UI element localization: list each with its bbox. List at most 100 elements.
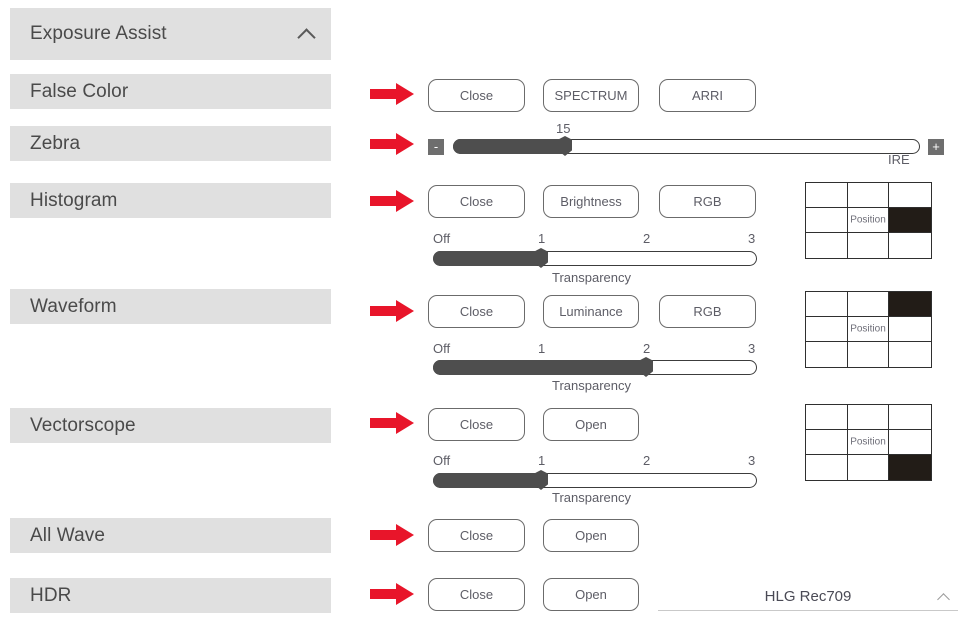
position-cell-selected[interactable]	[889, 208, 931, 233]
zebra-slider-value: 15	[556, 121, 571, 136]
position-cell[interactable]	[806, 183, 848, 208]
position-cell[interactable]	[806, 430, 848, 455]
position-cell[interactable]	[847, 292, 890, 317]
sidebar-item-zebra[interactable]: Zebra	[10, 126, 331, 161]
position-cell[interactable]	[848, 342, 890, 367]
waveform-tick-2: 2	[643, 341, 651, 356]
sidebar-item-hdr[interactable]: HDR	[10, 578, 331, 613]
page-title: Exposure Assist	[30, 23, 167, 44]
histogram-transparency-caption: Transparency	[552, 270, 631, 285]
position-cell[interactable]	[806, 317, 848, 342]
sidebar-item-label: Histogram	[30, 189, 118, 211]
vectorscope-slider-handle[interactable]	[534, 470, 548, 490]
histogram-rgb-button[interactable]: RGB	[659, 185, 756, 218]
position-cell-center[interactable]: Position	[847, 430, 890, 455]
vectorscope-transparency-caption: Transparency	[552, 490, 631, 505]
vectorscope-tick-3: 3	[748, 453, 756, 468]
position-cell[interactable]	[889, 342, 931, 367]
position-cell[interactable]	[889, 405, 931, 430]
hdr-close-button[interactable]: Close	[428, 578, 525, 611]
position-cell[interactable]	[847, 405, 890, 430]
histogram-brightness-button[interactable]: Brightness	[543, 185, 639, 218]
footer-hlg-rec709-item[interactable]: HLG Rec709	[658, 583, 958, 611]
histogram-slider-handle[interactable]	[534, 248, 548, 268]
red-arrow-right-icon	[370, 133, 414, 155]
zebra-slider-handle[interactable]	[558, 136, 572, 156]
position-cell[interactable]	[806, 455, 848, 480]
vectorscope-tick-1: 1	[538, 453, 546, 468]
all-wave-open-button[interactable]: Open	[543, 519, 639, 552]
sidebar-item-label: All Wave	[30, 524, 106, 546]
sidebar-item-false-color[interactable]: False Color	[10, 74, 331, 109]
position-label: Position	[850, 436, 886, 448]
position-cell[interactable]	[806, 233, 848, 258]
red-arrow-right-icon	[370, 583, 414, 605]
waveform-tick-1: 1	[538, 341, 546, 356]
position-cell-center[interactable]: Position	[847, 317, 890, 342]
waveform-rgb-button[interactable]: RGB	[659, 295, 756, 328]
sidebar-item-vectorscope[interactable]: Vectorscope	[10, 408, 331, 443]
histogram-close-button[interactable]: Close	[428, 185, 525, 218]
all-wave-close-button[interactable]: Close	[428, 519, 525, 552]
hdr-open-button[interactable]: Open	[543, 578, 639, 611]
footer-label: HLG Rec709	[764, 588, 852, 605]
waveform-slider-handle[interactable]	[639, 357, 653, 377]
red-arrow-right-icon	[370, 412, 414, 434]
false-color-close-button[interactable]: Close	[428, 79, 525, 112]
vectorscope-position-grid[interactable]: Position	[805, 404, 932, 481]
chevron-up-icon[interactable]	[297, 24, 317, 44]
red-arrow-right-icon	[370, 524, 414, 546]
vectorscope-slider-fill	[433, 473, 543, 488]
position-cell[interactable]	[847, 183, 890, 208]
histogram-position-grid[interactable]: Position	[805, 182, 932, 259]
position-cell[interactable]	[848, 233, 890, 258]
waveform-tick-3: 3	[748, 341, 756, 356]
position-cell[interactable]	[889, 317, 931, 342]
vectorscope-close-button[interactable]: Close	[428, 408, 525, 441]
position-cell[interactable]	[889, 183, 931, 208]
waveform-close-button[interactable]: Close	[428, 295, 525, 328]
sidebar-item-label: Zebra	[30, 132, 81, 154]
position-cell-selected[interactable]	[889, 292, 931, 317]
sidebar-item-histogram[interactable]: Histogram	[10, 183, 331, 218]
position-cell[interactable]	[806, 208, 848, 233]
section-header-exposure-assist[interactable]: Exposure Assist	[10, 8, 331, 60]
position-label: Position	[850, 214, 886, 226]
waveform-slider-fill	[433, 360, 648, 375]
waveform-transparency-caption: Transparency	[552, 378, 631, 393]
position-label: Position	[850, 323, 886, 335]
sidebar-item-label: Vectorscope	[30, 414, 136, 436]
false-color-spectrum-button[interactable]: SPECTRUM	[543, 79, 639, 112]
position-cell[interactable]	[806, 292, 848, 317]
chevron-up-icon[interactable]	[936, 589, 952, 605]
zebra-slider-fill	[453, 139, 571, 154]
histogram-slider-fill	[433, 251, 543, 266]
position-cell[interactable]	[848, 455, 890, 480]
position-cell[interactable]	[889, 430, 931, 455]
sidebar-item-all-wave[interactable]: All Wave	[10, 518, 331, 553]
red-arrow-right-icon	[370, 83, 414, 105]
sidebar-item-label: False Color	[30, 80, 129, 102]
waveform-tick-off: Off	[433, 341, 451, 356]
histogram-tick-2: 2	[643, 231, 651, 246]
waveform-luminance-button[interactable]: Luminance	[543, 295, 639, 328]
false-color-arri-button[interactable]: ARRI	[659, 79, 756, 112]
zebra-decrement-button[interactable]: -	[428, 139, 444, 155]
position-cell[interactable]	[806, 342, 848, 367]
position-cell-selected[interactable]	[889, 455, 931, 480]
red-arrow-right-icon	[370, 300, 414, 322]
histogram-tick-3: 3	[748, 231, 756, 246]
position-cell[interactable]	[889, 233, 931, 258]
zebra-increment-button[interactable]: +	[928, 139, 944, 155]
sidebar-item-label: HDR	[30, 584, 72, 606]
vectorscope-open-button[interactable]: Open	[543, 408, 639, 441]
vectorscope-tick-2: 2	[643, 453, 651, 468]
vectorscope-tick-off: Off	[433, 453, 451, 468]
waveform-position-grid[interactable]: Position	[805, 291, 932, 368]
position-cell-center[interactable]: Position	[847, 208, 890, 233]
zebra-unit-label: IRE	[888, 152, 910, 167]
position-cell[interactable]	[806, 405, 848, 430]
histogram-tick-off: Off	[433, 231, 451, 246]
sidebar-item-waveform[interactable]: Waveform	[10, 289, 331, 324]
red-arrow-right-icon	[370, 190, 414, 212]
